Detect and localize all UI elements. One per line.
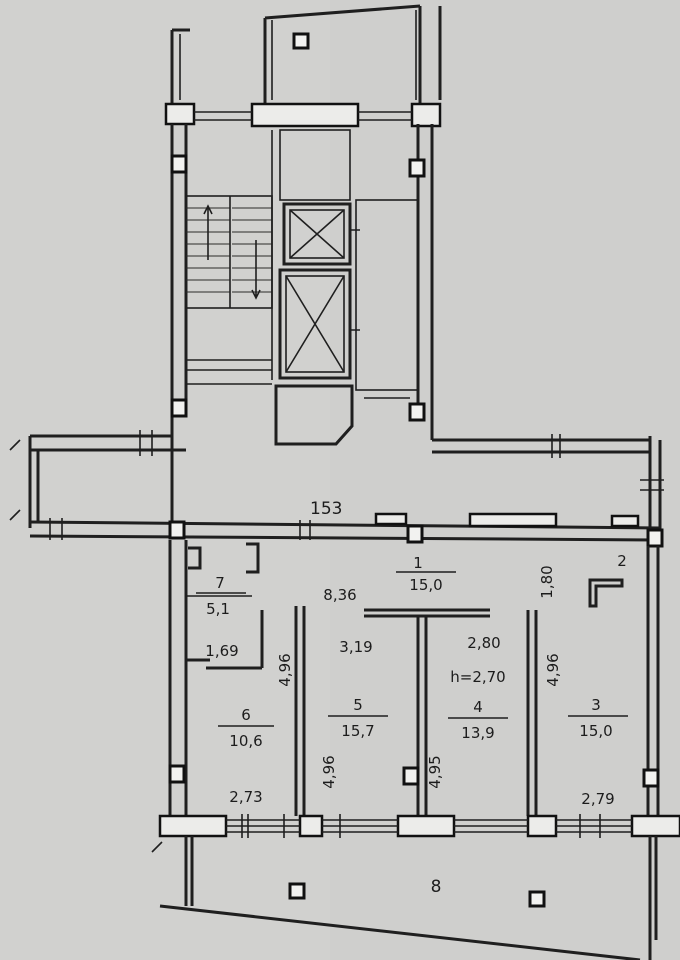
dim-8-36: 8,36 xyxy=(323,586,356,604)
room-number: 7 xyxy=(215,574,225,592)
room-area: 10,6 xyxy=(229,732,262,750)
room-area: 5,1 xyxy=(206,600,230,618)
dim-4-95: 4,95 xyxy=(426,755,444,788)
dim-2-79: 2,79 xyxy=(581,790,614,808)
arrow-down-icon xyxy=(251,240,261,300)
room-area: 13,9 xyxy=(461,724,494,742)
dim-4-96-right: 4,96 xyxy=(544,653,562,686)
arrow-up-icon xyxy=(203,204,213,260)
room-number: 6 xyxy=(241,706,251,724)
room-5-label: 5 15,7 xyxy=(328,696,388,740)
dim-2-73: 2,73 xyxy=(229,788,262,806)
room-number: 4 xyxy=(473,698,483,716)
room-2-number: 2 xyxy=(617,552,627,570)
room-6-label: 6 10,6 xyxy=(218,706,274,750)
room-number: 5 xyxy=(353,696,363,714)
dim-3-19: 3,19 xyxy=(339,638,372,656)
corridor-dimension: 153 xyxy=(310,499,342,519)
room-number: 3 xyxy=(591,696,601,714)
dim-1-80: 1,80 xyxy=(538,565,556,598)
apartment xyxy=(151,540,680,960)
dim-4-96-mid: 4,96 xyxy=(320,755,338,788)
room-area: 15,0 xyxy=(579,722,612,740)
room-1-label: 1 15,0 xyxy=(396,554,456,594)
dim-1-69: 1,69 xyxy=(205,642,238,660)
dim-4-96-left: 4,96 xyxy=(276,653,294,686)
vent-shaft-top xyxy=(292,32,310,50)
stair-tower xyxy=(164,4,442,530)
corridor xyxy=(9,430,664,548)
dim-2-80: 2,80 xyxy=(467,634,500,652)
room-number: 1 xyxy=(413,554,423,572)
room-7-label: 7 5,1 xyxy=(196,574,246,618)
elevator-shafts xyxy=(278,202,360,380)
room-3-label: 3 15,0 xyxy=(568,696,628,740)
room-4-label: 4 13,9 xyxy=(448,698,508,742)
room-8-number: 8 xyxy=(431,877,442,897)
room-area: 15,0 xyxy=(409,576,442,594)
room-area: 15,7 xyxy=(341,722,374,740)
ceiling-height: h=2,70 xyxy=(450,668,505,686)
